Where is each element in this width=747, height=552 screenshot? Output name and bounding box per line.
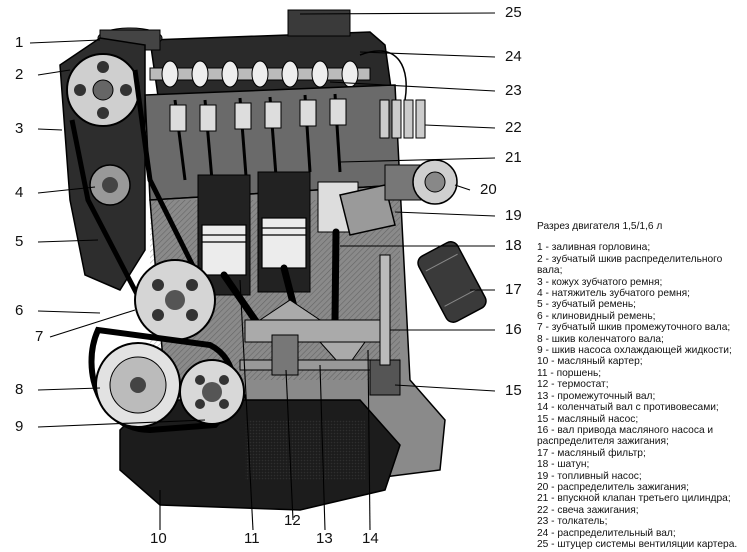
callout-23: 23 — [505, 82, 522, 99]
oil-pump-drive-shaft — [379, 254, 391, 366]
leader-lines — [29, 12, 496, 531]
legend-item: 17 - масляный фильтр; — [537, 447, 646, 459]
legend-item: 6 - клиновидный ремень; — [537, 310, 656, 322]
legend-item: 1 - заливная горловина; — [537, 242, 651, 254]
crankshaft-pulley — [95, 342, 181, 428]
legend-item: 15 - масляный насос; — [537, 413, 639, 425]
legend-item: 9 - шкив насоса охлаждающей жидкости; — [537, 345, 732, 357]
legend-item: 13 - промежуточный вал; — [537, 390, 656, 402]
callout-16: 16 — [505, 321, 522, 338]
cam-lobes — [161, 60, 359, 88]
oil-filter — [417, 241, 487, 323]
legend-item: 3 - кожух зубчатого ремня; — [537, 276, 663, 288]
oil-pump — [369, 359, 401, 396]
water-pump-pulley — [179, 359, 245, 425]
legend-item: 2 - зубчатый шкив распределительного вал… — [537, 253, 723, 277]
callout-12: 12 — [284, 512, 301, 529]
callout-13: 13 — [316, 530, 333, 547]
callout-11: 11 — [244, 530, 260, 547]
callout-20: 20 — [480, 181, 497, 198]
legend-item: 10 - масляный картер; — [537, 356, 643, 368]
intermediate-shaft-pulley — [134, 259, 216, 341]
callout-22: 22 — [505, 119, 522, 136]
pistons — [201, 217, 307, 276]
intermediate-shaft — [239, 359, 381, 371]
callout-19: 19 — [505, 207, 522, 224]
callout-1: 1 — [15, 34, 24, 51]
callout-4: 4 — [15, 184, 24, 201]
legend-item: 12 - термостат; — [537, 379, 609, 391]
callout-7: 7 — [35, 328, 44, 345]
callout-3: 3 — [15, 120, 24, 137]
diagram-title: Разрез двигателя 1,5/1,6 л — [537, 221, 663, 232]
callout-17: 17 — [505, 281, 522, 298]
parts-legend: 1 - заливная горловина; 2 - зубчатый шки… — [537, 242, 745, 550]
callout-6: 6 — [15, 302, 24, 319]
callout-2: 2 — [15, 66, 24, 83]
legend-item: 23 - толкатель; — [537, 516, 608, 528]
callout-5: 5 — [15, 233, 24, 250]
legend-item: 18 - шатун; — [537, 459, 590, 471]
legend-item: 14 - коленчатый вал с противовесами; — [537, 402, 719, 414]
legend-item: 22 - свеча зажигания; — [537, 504, 639, 516]
valve-springs — [169, 98, 347, 132]
legend-item: 25 - штуцер системы вентиляции картера. — [537, 538, 738, 550]
callout-18: 18 — [505, 237, 522, 254]
diagram-caption: Разрез двигателя 1,5/1,6 л 1 - заливная … — [537, 221, 745, 550]
legend-item: 21 - впускной клапан третьего цилиндра; — [537, 493, 731, 505]
legend-item: 20 - распределитель зажигания; — [537, 481, 689, 493]
timing-belt — [69, 69, 213, 302]
legend-item: 7 - зубчатый шкив промежуточного вала; — [537, 322, 731, 334]
belt-tensioner — [89, 164, 131, 206]
legend-item: 4 - натяжитель зубчатого ремня; — [537, 288, 690, 300]
ignition-distributor — [384, 159, 458, 205]
callout-24: 24 — [505, 48, 522, 65]
callout-9: 9 — [15, 418, 24, 435]
legend-item: 5 - зубчатый ремень; — [537, 299, 637, 311]
legend-item: 8 - шкив коленчатого вала; — [537, 333, 664, 345]
spark-plugs — [379, 99, 426, 139]
callout-10: 10 — [150, 530, 167, 547]
legend-item: 19 - топливный насос; — [537, 470, 642, 482]
callout-15: 15 — [505, 382, 522, 399]
callout-21: 21 — [505, 149, 522, 166]
callout-25: 25 — [505, 4, 522, 21]
camshaft-pulley — [66, 53, 140, 127]
legend-item: 24 - распределительный вал; — [537, 527, 676, 539]
fuel-pump — [339, 184, 396, 236]
legend-item: 16 - вал привода масляного насоса и расп… — [537, 424, 714, 448]
v-belt — [88, 326, 237, 434]
callout-8: 8 — [15, 381, 24, 398]
legend-item: 11 - поршень; — [537, 367, 602, 379]
callout-14: 14 — [362, 530, 379, 547]
thermostat — [271, 334, 299, 376]
